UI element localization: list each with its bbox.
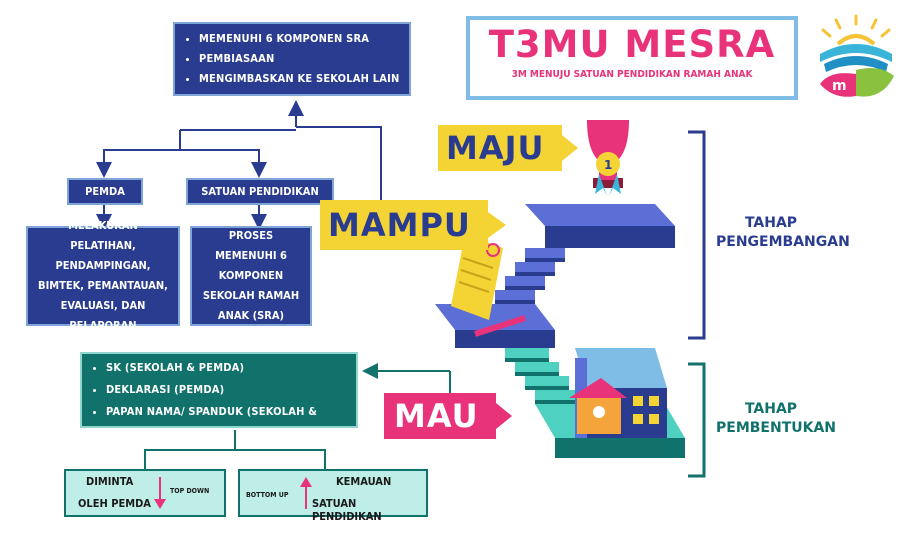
top-item-1: MEMENUHI 6 KOMPONEN SRA [199,29,401,49]
mau-item-1: SK (SEKOLAH & PEMDA) [106,357,348,379]
arrow-up-icon [300,477,312,509]
mau-item-3: PAPAN NAMA/ SPANDUK (SEKOLAH & PEMDA) [106,401,348,445]
staircase-illustration: 1 [435,120,685,458]
svg-text:m: m [832,78,847,94]
top-down-line2: OLEH PEMDA [78,497,151,510]
satuan-label-box: SATUAN PENDIDIKAN [186,178,334,205]
pemda-label: PEMDA [85,185,125,198]
mau-item-2: DEKLARASI (PEMDA) [106,379,348,401]
bottom-up-box: BOTTOM UP KEMAUAN SATUAN PENDIDIKAN [238,469,428,523]
pemda-detail-box: MELAKUKAN PELATIHAN, PENDAMPINGAN, BIMTE… [26,219,180,332]
stage-mampu: MAMPU [328,206,471,244]
bracket-pembentukan [688,362,706,478]
satuan-label: SATUAN PENDIDIKAN [201,185,319,198]
page-title: T3MU MESRA [488,23,776,66]
page-subtitle: 3M MENUJU SATUAN PENDIDIKAN RAMAH ANAK [511,69,753,80]
stage-mau: MAU [394,397,479,435]
pemda-label-box: PEMDA [67,178,143,205]
trophy-icon: 1 [587,120,629,196]
bracket-pengembangan [688,130,706,340]
svg-text:1: 1 [604,158,612,172]
phase-pembentukan: TAHAP PEMBENTUKAN [716,401,837,436]
line-mampu-to-top [296,126,382,210]
satuan-detail-box: PROSES MEMENUHI 6 KOMPONEN SEKOLAH RAMAH… [190,226,312,326]
top-item-2: PEMBIASAAN [199,49,401,69]
phase-pengembangan: TAHAP PENGEMBANGAN [716,215,850,250]
title-banner: T3MU MESRA 3M MENUJU SATUAN PENDIDIKAN R… [466,16,798,100]
top-down-box: DIMINTA OLEH PEMDA TOP DOWN [64,469,226,517]
mau-outcome-box: SK (SEKOLAH & PEMDA) DEKLARASI (PEMDA) P… [80,352,358,440]
top-down-line1: DIMINTA [86,475,134,488]
top-down-tag: TOP DOWN [170,487,210,495]
stage-maju: MAJU [446,129,545,167]
top-item-3: MENGIMBASKAN KE SEKOLAH LAIN [199,69,401,89]
logo-icon: m [820,14,894,97]
green-branch [144,449,326,469]
pemda-detail: MELAKUKAN PELATIHAN, PENDAMPINGAN, BIMTE… [38,219,168,332]
document-icon [451,234,526,337]
bottom-up-line1: KEMAUAN [336,475,392,488]
bottom-up-tag: BOTTOM UP [246,491,289,499]
arrow-down-icon [154,477,166,509]
satuan-detail: PROSES MEMENUHI 6 KOMPONEN SEKOLAH RAMAH… [202,229,300,322]
school-building-icon [569,348,667,438]
branch-line [103,149,260,165]
bottom-up-line2: SATUAN PENDIDIKAN [312,497,382,523]
top-outcome-box: MEMENUHI 6 KOMPONEN SRA PEMBIASAAN MENGI… [173,22,411,96]
